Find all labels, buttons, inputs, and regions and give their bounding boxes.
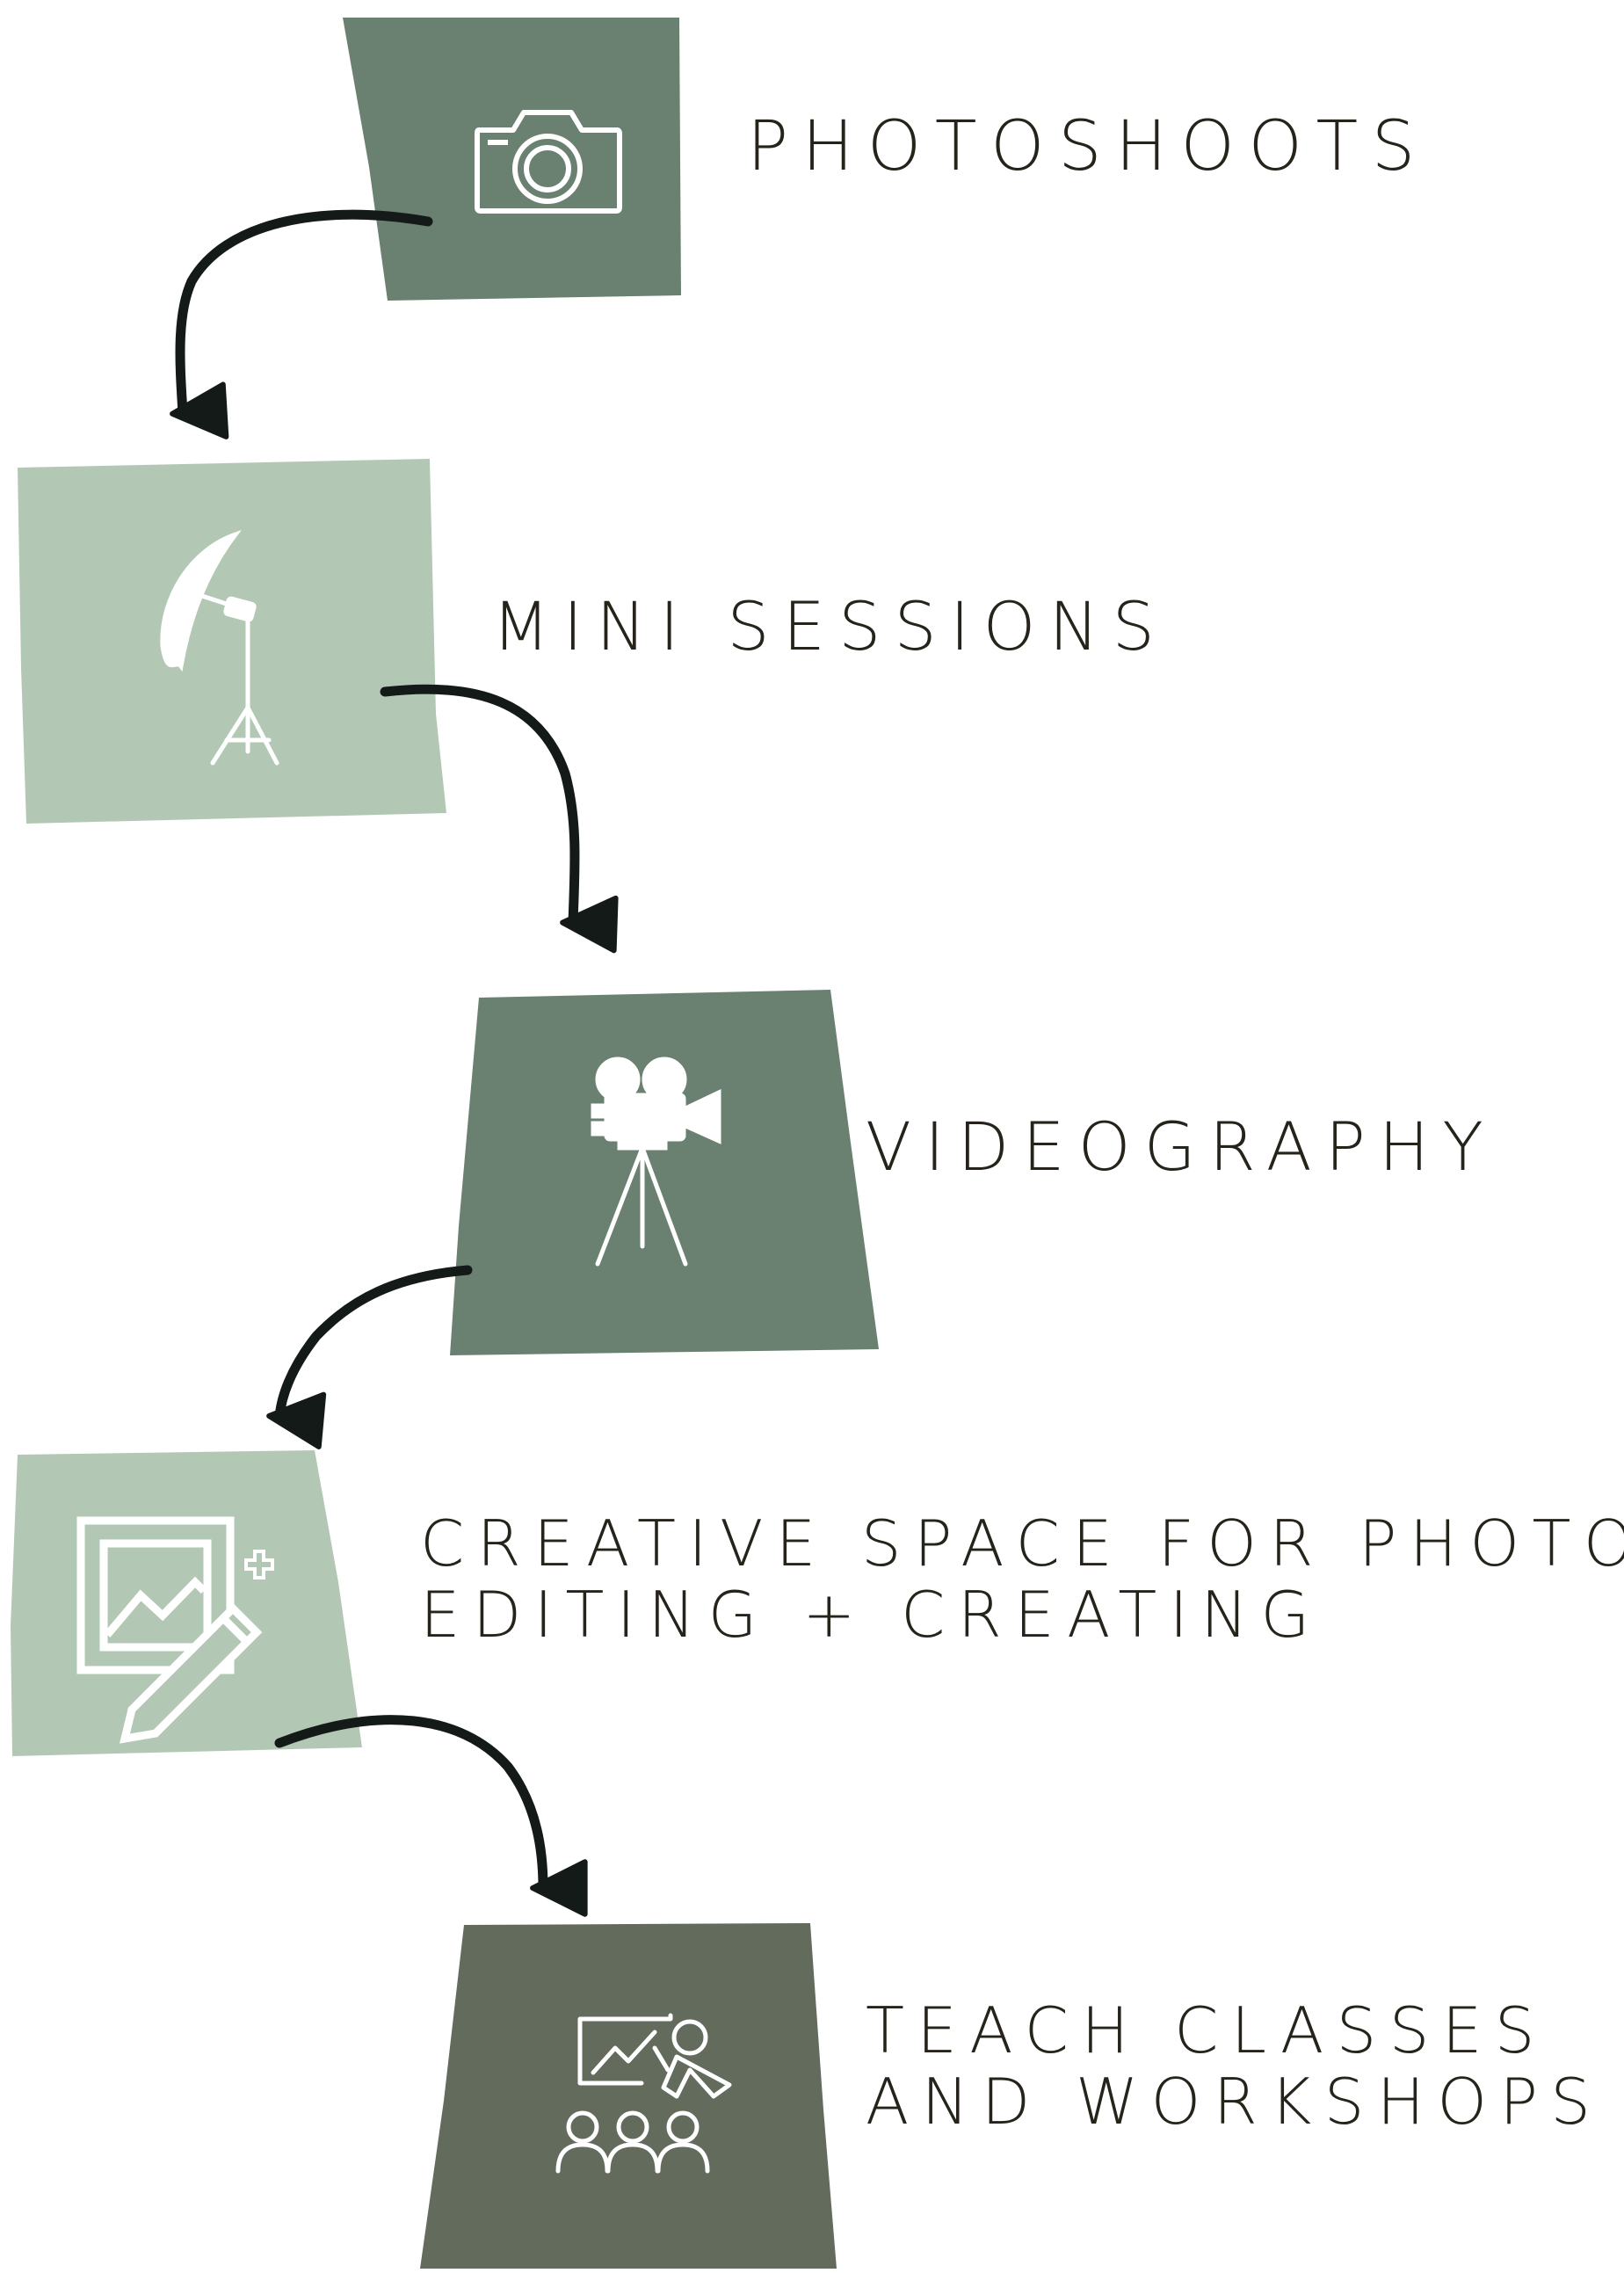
arrow-3-to-4 <box>266 1265 473 1449</box>
step-1-box <box>343 18 681 301</box>
step-3-label: VIDEOGRAPHY <box>866 1107 1497 1186</box>
step-3-box <box>450 990 879 1355</box>
film-camera-tripod-icon <box>591 1057 721 1267</box>
arrow-1-to-2 <box>170 209 433 439</box>
step-4-box <box>11 1450 362 1756</box>
step-4-label: CREATIVE SPACE FOR PHOTO EDITING + CREAT… <box>420 1507 1624 1652</box>
arrow-2-to-3 <box>380 684 619 954</box>
arrow-4-to-5 <box>274 1715 588 1917</box>
studio-umbrella-light-icon <box>160 529 279 766</box>
step-2-box <box>18 459 446 824</box>
step-2-label: MINI SESSIONS <box>492 587 1169 665</box>
step-5-box <box>420 1923 837 2269</box>
image-edit-icon <box>76 1516 274 1744</box>
teacher-presentation-icon <box>555 2013 732 2174</box>
step-1-label: PHOTOSHOOTS <box>747 107 1429 186</box>
camera-icon <box>475 110 622 214</box>
step-5-label: TEACH CLASSES AND WORKSHOPS <box>866 1993 1604 2139</box>
